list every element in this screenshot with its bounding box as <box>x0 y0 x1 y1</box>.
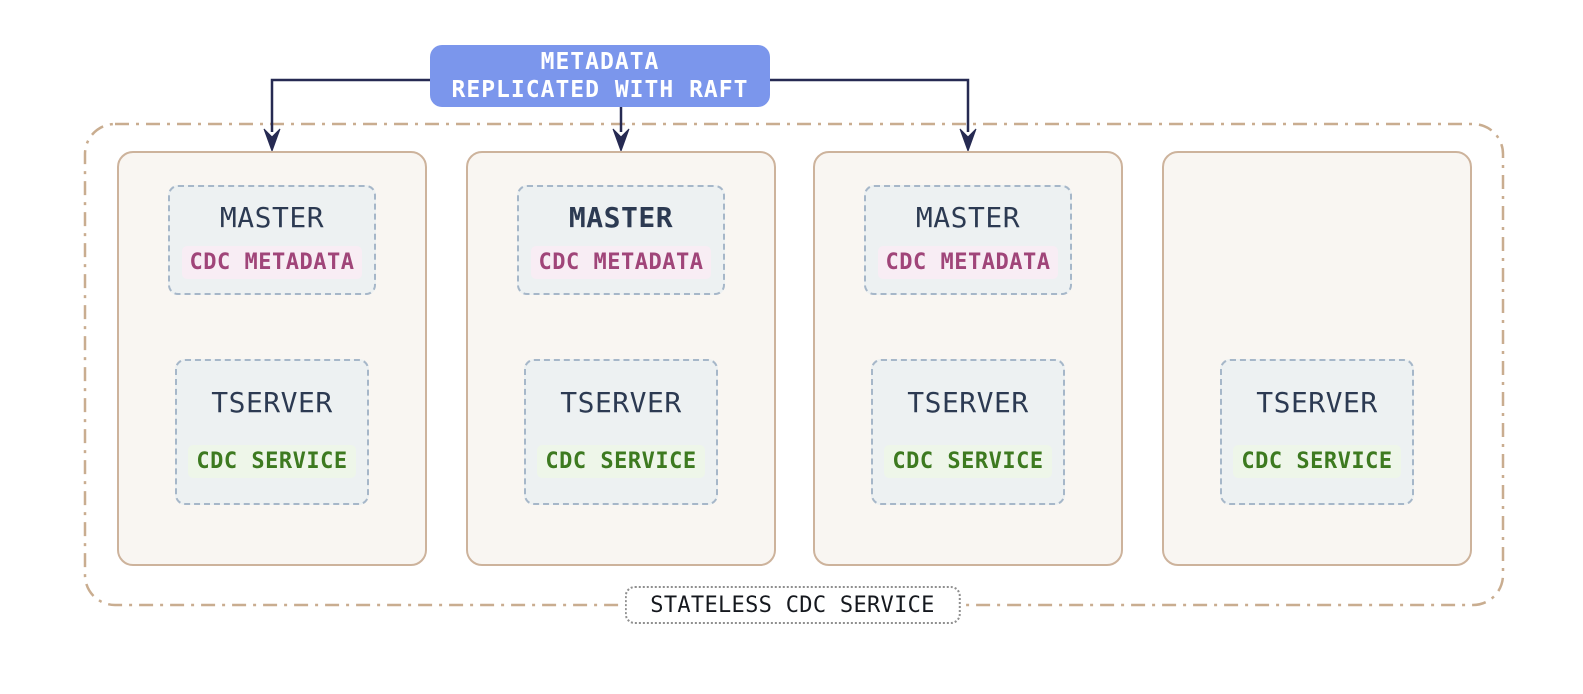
tserver-component: TSERVER CDC SERVICE <box>524 359 718 505</box>
master-label: MASTER <box>219 201 325 234</box>
cdc-metadata-badge: CDC METADATA <box>530 246 712 279</box>
tserver-label: TSERVER <box>1256 386 1378 419</box>
cluster-label: STATELESS CDC SERVICE <box>624 586 961 624</box>
tserver-component: TSERVER CDC SERVICE <box>175 359 369 505</box>
tserver-label: TSERVER <box>907 386 1029 419</box>
arrow-to-node-1 <box>263 78 430 153</box>
raft-banner-line1: METADATA <box>540 49 660 75</box>
master-label: MASTER <box>915 201 1021 234</box>
node-box-1: MASTER CDC METADATA TSERVER CDC SERVICE <box>117 151 427 566</box>
master-component: MASTER CDC METADATA <box>864 185 1072 295</box>
tserver-label: TSERVER <box>211 386 333 419</box>
master-component: MASTER CDC METADATA <box>517 185 725 295</box>
master-component: MASTER CDC METADATA <box>168 185 376 295</box>
arrow-to-node-2 <box>612 107 630 153</box>
cdc-metadata-badge: CDC METADATA <box>877 246 1059 279</box>
cdc-metadata-badge: CDC METADATA <box>181 246 363 279</box>
cdc-service-badge: CDC SERVICE <box>1233 445 1401 478</box>
tserver-component: TSERVER CDC SERVICE <box>871 359 1065 505</box>
master-label: MASTER <box>568 201 674 234</box>
node-box-2: MASTER CDC METADATA TSERVER CDC SERVICE <box>466 151 776 566</box>
raft-replication-banner: METADATA REPLICATED WITH RAFT <box>430 45 770 107</box>
tserver-label: TSERVER <box>560 386 682 419</box>
cdc-service-badge: CDC SERVICE <box>188 445 356 478</box>
cdc-service-badge: CDC SERVICE <box>537 445 705 478</box>
cdc-service-badge: CDC SERVICE <box>884 445 1052 478</box>
tserver-component: TSERVER CDC SERVICE <box>1220 359 1414 505</box>
node-box-3: MASTER CDC METADATA TSERVER CDC SERVICE <box>813 151 1123 566</box>
raft-banner-line2: REPLICATED WITH RAFT <box>451 77 749 103</box>
node-box-4: TSERVER CDC SERVICE <box>1162 151 1472 566</box>
arrow-to-node-3 <box>770 78 977 153</box>
